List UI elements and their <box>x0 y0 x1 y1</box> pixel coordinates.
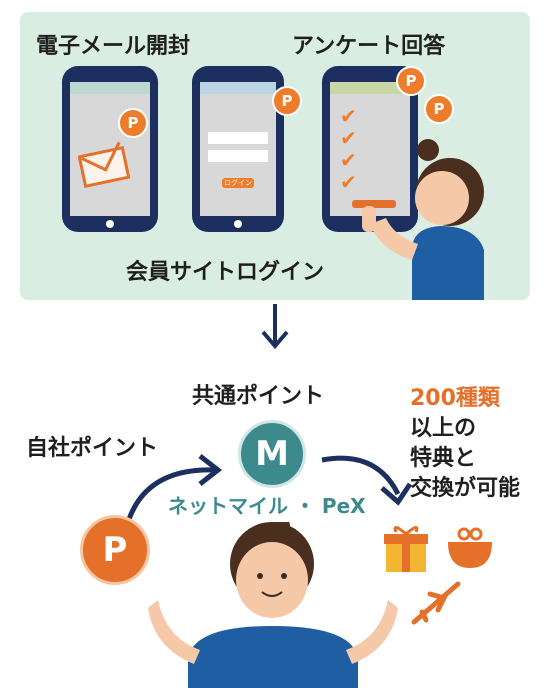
phone-email-screen <box>70 82 150 216</box>
phone-survey-screen: ✔ ✔ ✔ ✔ <box>330 82 410 216</box>
gift-icon <box>384 526 428 572</box>
arrow-curved-up-icon <box>125 454 223 523</box>
check-icon: ✔ <box>340 170 357 194</box>
purse-icon <box>448 527 492 568</box>
login-id-field <box>208 132 268 144</box>
screen-bar <box>200 82 276 94</box>
point-coin-icon: P <box>118 108 148 138</box>
survey-submit-bar <box>352 200 396 208</box>
screen-bar <box>330 82 410 94</box>
phone-login-screen: ログイン <box>200 82 276 216</box>
check-icon: ✔ <box>340 126 357 150</box>
envelope-icon <box>78 141 131 189</box>
phone-login: ログイン <box>192 66 284 232</box>
benefits-line-4: 交換が可能 <box>410 476 521 501</box>
airplane-icon <box>411 581 461 625</box>
home-button <box>234 220 242 228</box>
home-button <box>106 220 114 228</box>
common-points-label: 共通ポイント <box>192 384 325 409</box>
member-login-label: 会員サイトログイン <box>126 260 325 285</box>
woman-illustration <box>362 139 484 300</box>
netmile-logo-icon: M <box>238 420 306 488</box>
benefits-line-3: 特典と <box>410 446 477 471</box>
screen-bar <box>70 82 150 94</box>
login-button: ログイン <box>222 178 254 188</box>
arrow-curved-right-icon <box>321 455 413 506</box>
arrow-down-icon <box>261 304 289 350</box>
point-coin-icon: P <box>396 66 426 96</box>
benefits-line-2: 以上の <box>410 416 477 441</box>
partners-label: ネットマイル ・ PeX <box>168 494 366 518</box>
benefits-count: 200種類 <box>410 386 500 411</box>
smiling-woman-illustration <box>148 522 398 688</box>
login-password-field <box>208 150 268 162</box>
check-icon: ✔ <box>340 104 357 128</box>
own-points-label: 自社ポイント <box>26 436 159 461</box>
point-coin-icon: P <box>424 94 454 124</box>
email-open-label: 電子メール開封 <box>36 34 191 59</box>
check-icon: ✔ <box>340 148 357 172</box>
point-coin-icon: P <box>272 86 302 116</box>
own-point-logo-icon: P <box>80 515 150 585</box>
survey-answer-label: アンケート回答 <box>292 34 446 59</box>
